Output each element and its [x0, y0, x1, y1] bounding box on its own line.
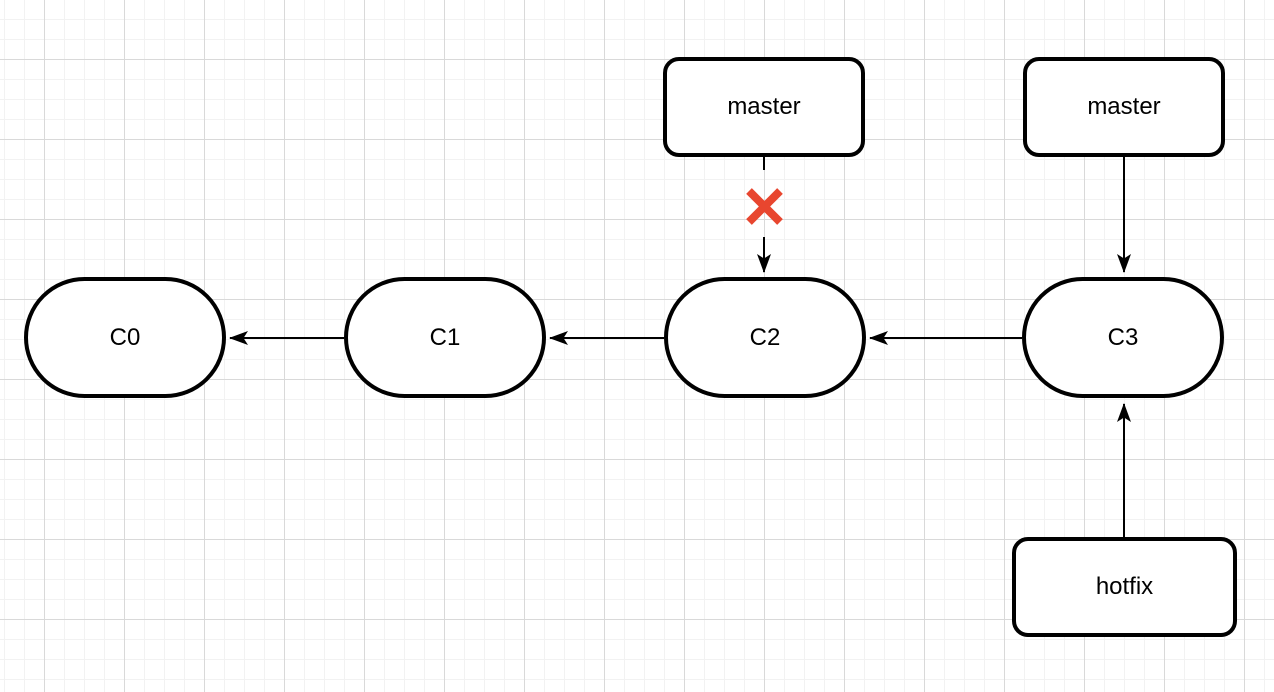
branch-label: master [727, 93, 801, 120]
commit-label: C3 [1107, 323, 1139, 351]
commit-label: C0 [109, 323, 141, 351]
commit-label: C2 [749, 323, 781, 351]
commit-node-c1[interactable]: C1 [344, 277, 546, 398]
commit-label: C1 [429, 323, 461, 351]
branch-node-master-old[interactable]: master [663, 57, 865, 157]
commit-node-c3[interactable]: C3 [1022, 277, 1224, 398]
deleted-pointer-x-icon[interactable] [746, 188, 783, 225]
commit-node-c2[interactable]: C2 [664, 277, 866, 398]
commit-node-c0[interactable]: C0 [24, 277, 226, 398]
branch-node-hotfix[interactable]: hotfix [1012, 537, 1237, 637]
branch-label: hotfix [1095, 573, 1154, 600]
branch-node-master[interactable]: master [1023, 57, 1225, 157]
branch-label: master [1087, 93, 1161, 120]
